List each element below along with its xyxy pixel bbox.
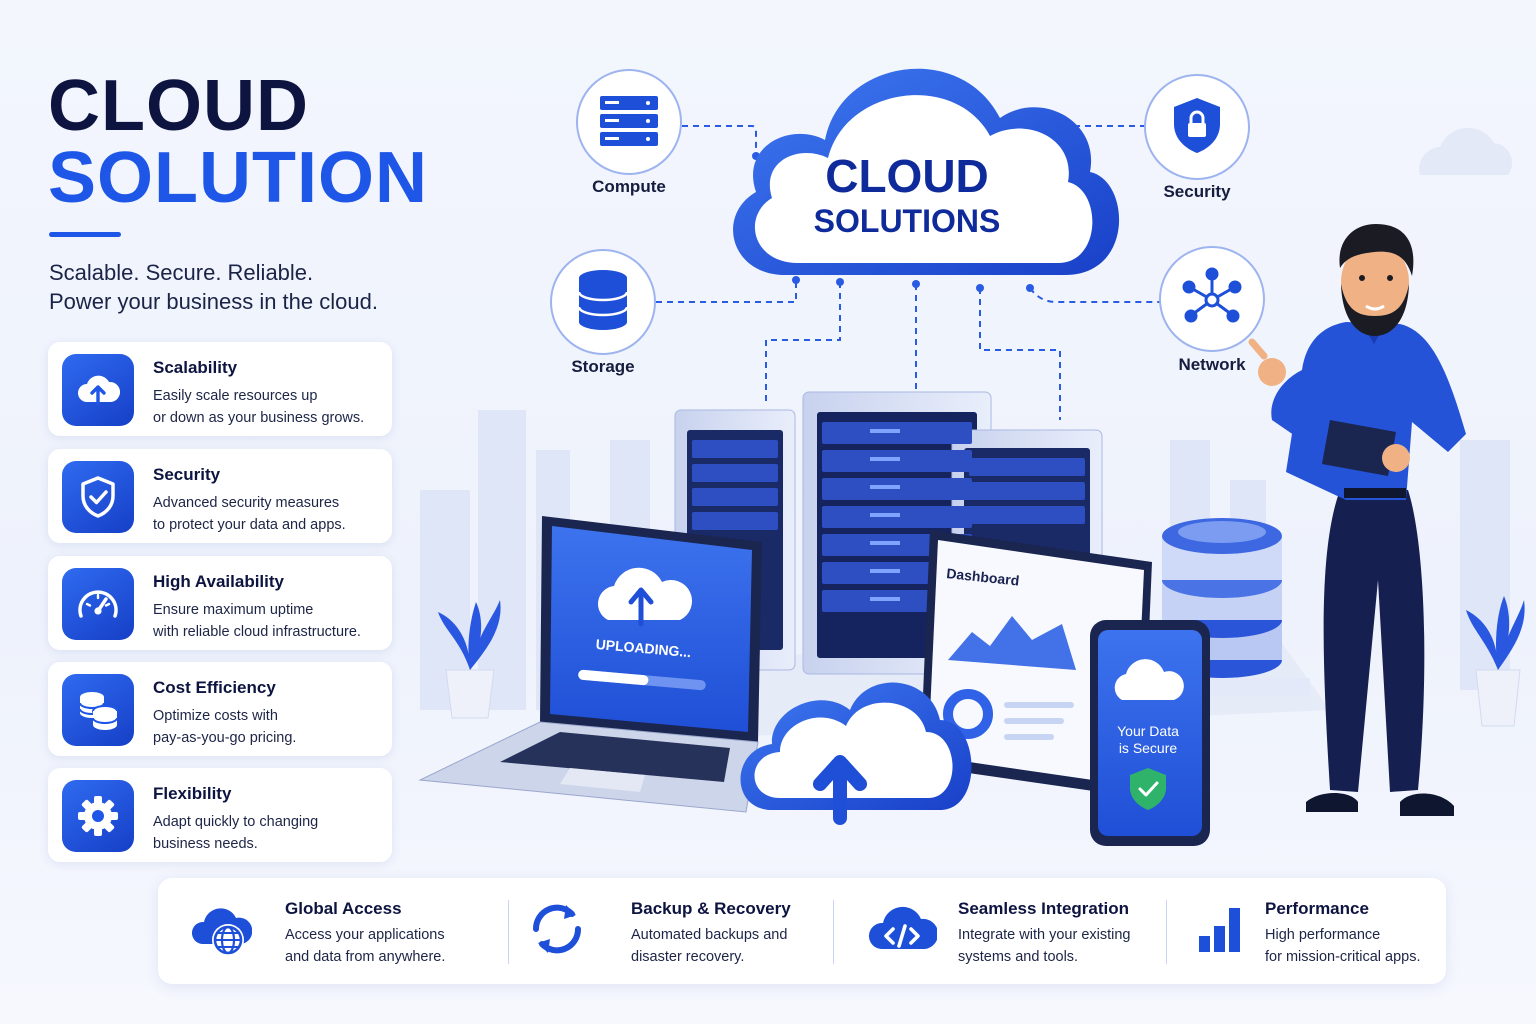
service-compute: Compute [576,69,682,196]
phone-cloud-icon [1114,659,1184,700]
gear-icon [62,780,134,852]
feature-card-flexibility: Flexibility Adapt quickly to changing bu… [48,768,392,862]
feature-desc-line2: business needs. [153,836,258,852]
upload-progress-fill [578,669,649,686]
feature-desc-line2: pay-as-you-go pricing. [153,730,297,746]
code-cloud-icon [867,898,937,960]
feature-desc-line2: to protect your data and apps. [153,517,346,533]
speedometer-icon [62,568,134,640]
benefit-performance: Performance High performance for mission… [1166,878,1446,984]
front-upload-cloud [740,682,972,825]
benefit-desc-line2: disaster recovery. [631,949,745,965]
laptop-cloud-upload-icon [598,567,693,627]
feature-desc-line2: with reliable cloud infrastructure. [153,624,361,640]
benefit-desc-line1: Integrate with your existing [958,927,1131,943]
feature-card-cost-efficiency: Cost Efficiency Optimize costs with pay-… [48,662,392,756]
plant-right [1466,596,1525,727]
bottom-benefits-bar: Global Access Access your applications a… [158,878,1446,984]
benefit-seamless-integration: Seamless Integration Integrate with your… [833,878,1166,984]
service-security: Security [1144,74,1250,201]
feature-desc-line1: Adapt quickly to changing [153,814,319,830]
feature-card-high-availability: High Availability Ensure maximum uptime … [48,556,392,650]
feature-desc: Adapt quickly to changing business needs… [153,811,389,855]
benefit-desc: High performance for mission-critical ap… [1265,924,1465,968]
upload-progress-bar [578,669,706,691]
shield-check-icon [62,461,134,533]
benefit-desc: Integrate with your existing systems and… [958,924,1158,968]
feature-title: Security [153,465,221,484]
main-cloud-title-line1: CLOUD [825,150,989,202]
held-tablet [1322,420,1396,476]
benefit-title: Performance [1265,899,1369,918]
phone-text-line1: Your Data [1117,723,1179,739]
plant-left [438,600,501,719]
dashboard-donut-chart [943,689,993,739]
feature-desc: Optimize costs with pay-as-you-go pricin… [153,705,389,749]
cloud-upload-icon [62,354,134,426]
feature-card-scalability: Scalability Easily scale resources up or… [48,342,392,436]
benefit-desc-line1: High performance [1265,927,1381,943]
feature-desc-line1: Advanced security measures [153,495,340,511]
feature-title: High Availability [153,572,284,591]
feature-desc-line1: Ensure maximum uptime [153,602,314,618]
network-nodes-icon [1182,267,1242,323]
feature-desc-line1: Optimize costs with [153,708,278,724]
feature-desc-line2: or down as your business grows. [153,410,365,426]
benefit-desc: Automated backups and disaster recovery. [631,924,831,968]
background-cloud [1419,127,1513,175]
feature-desc: Ensure maximum uptime with reliable clou… [153,599,389,643]
main-cloud: CLOUD SOLUTIONS [733,68,1120,275]
laptop: UPLOADING... [418,516,762,813]
feature-title: Cost Efficiency [153,678,276,697]
service-storage: Storage [550,249,656,376]
service-network: Network [1159,246,1265,374]
benefit-title: Seamless Integration [958,899,1130,918]
bar-separator [833,900,834,964]
benefit-global-access: Global Access Access your applications a… [158,878,508,984]
feature-desc: Easily scale resources up or down as you… [153,385,389,429]
bar-chart-icon [1186,898,1256,960]
tagline-line1: Scalable. Secure. Reliable. [49,260,314,285]
dashboard-title: Dashboard [946,565,1020,589]
bar-separator [508,900,509,964]
benefit-title: Backup & Recovery [631,899,791,918]
service-label-compute: Compute [592,177,666,196]
phone: Your Data is Secure [1090,620,1210,846]
cloud-illustration: CLOUD SOLUTIONS Compute Security [418,68,1525,846]
bar-separator [1166,900,1167,964]
benefit-desc-line2: for mission-critical apps. [1265,949,1421,965]
shield-lock-icon [1174,98,1220,153]
phone-shield-check-icon [1130,768,1166,810]
title-underline [49,232,121,237]
benefit-desc-line2: and data from anywhere. [285,949,446,965]
feature-card-security: Security Advanced security measures to p… [48,449,392,543]
benefit-desc: Access your applications and data from a… [285,924,485,968]
database-icon [577,270,629,330]
dashboard-area-chart [948,616,1076,670]
tagline: Scalable. Secure. Reliable. Power your b… [49,258,378,316]
feature-desc: Advanced security measures to protect yo… [153,492,389,536]
feature-title: Scalability [153,358,238,377]
coins-icon [62,674,134,746]
presenter-person [1248,224,1466,816]
benefit-desc-line1: Automated backups and [631,927,788,943]
benefit-desc-line2: systems and tools. [958,949,1079,965]
feature-title: Flexibility [153,784,232,803]
benefit-backup-recovery: Backup & Recovery Automated backups and … [508,878,833,984]
feature-desc-line1: Easily scale resources up [153,388,318,404]
tagline-line2: Power your business in the cloud. [49,289,378,314]
service-label-security: Security [1163,182,1231,201]
service-label-network: Network [1178,355,1246,374]
main-cloud-title-line2: SOLUTIONS [814,203,1001,239]
server-rack-icon [600,96,658,146]
benefit-desc-line1: Access your applications [285,927,445,943]
benefit-title: Global Access [285,899,402,918]
phone-text-line2: is Secure [1119,740,1178,756]
service-label-storage: Storage [571,357,634,376]
globe-cloud-icon [186,898,256,960]
page-title-line1: CLOUD [48,66,309,146]
upload-arrow-icon [813,755,867,825]
sync-icon [522,898,592,960]
page-title-line2: SOLUTION [48,138,428,218]
